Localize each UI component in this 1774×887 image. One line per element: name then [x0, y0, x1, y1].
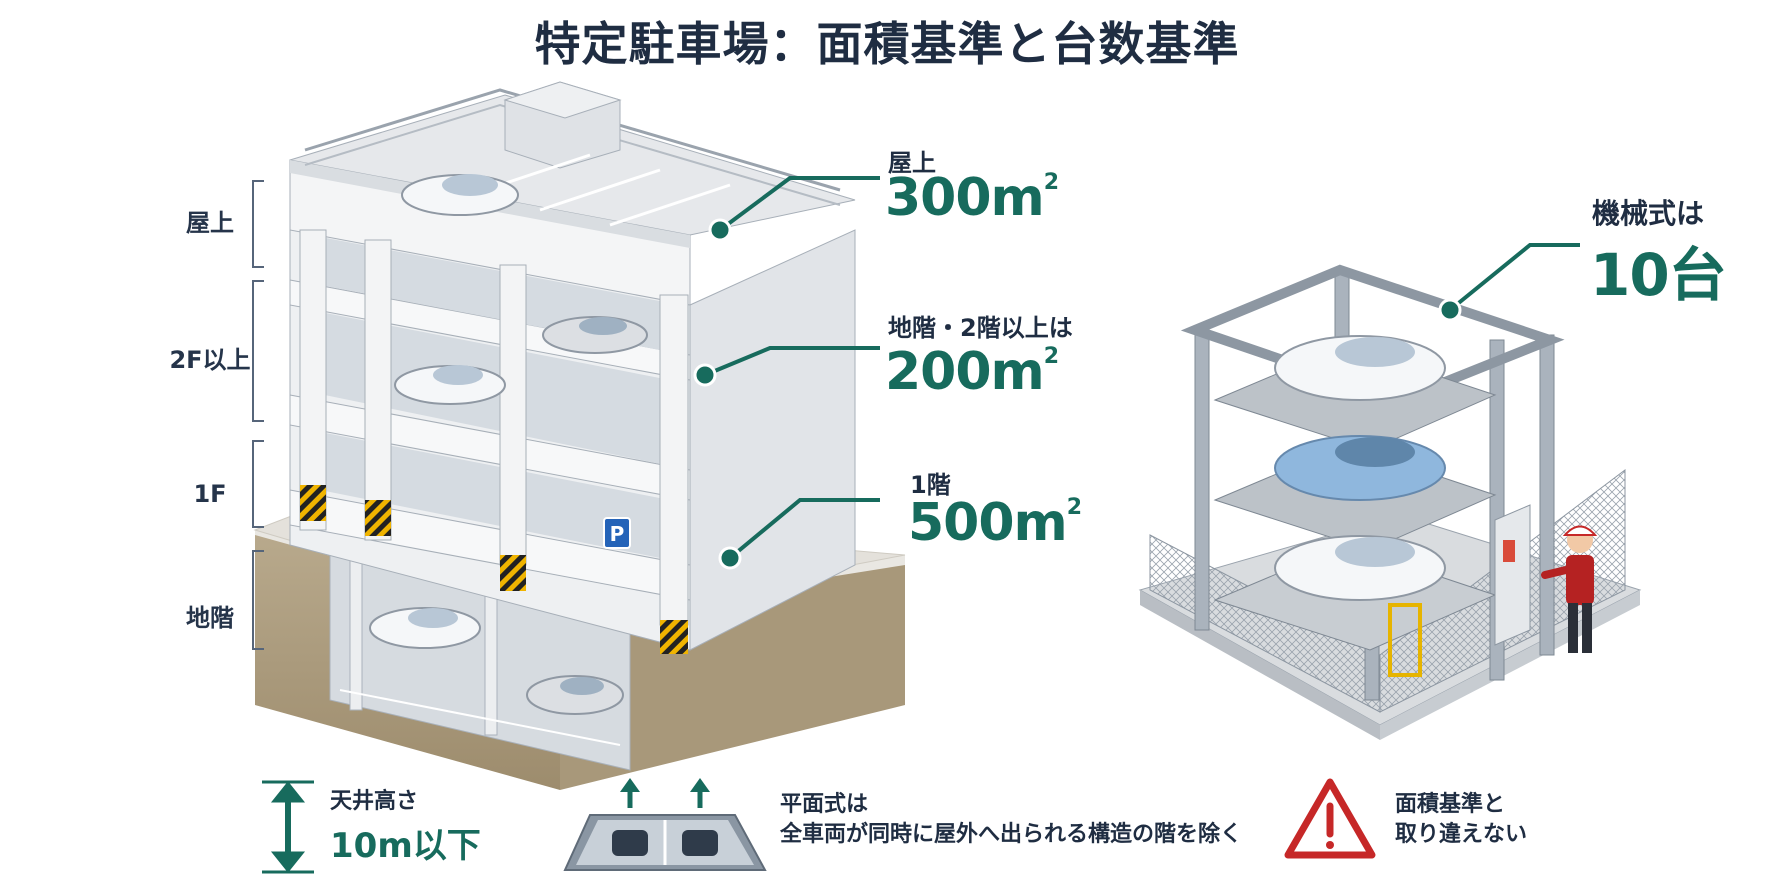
worker-figure [1541, 525, 1598, 653]
flat-parking-label: 平面式は 全車両が同時に屋外へ出られる構造の階を除く [780, 790, 1242, 849]
ceiling-height-label: 天井高さ [330, 789, 419, 814]
car [526, 675, 624, 715]
leader-dot [1438, 298, 1462, 322]
page-title: 特定駐車場：面積基準と台数基準 [534, 17, 1240, 71]
area-value-rooftop: 300m2 [885, 168, 1059, 228]
area-value-upper-text: 200m [885, 342, 1045, 402]
parking-sign-letter: P [610, 522, 625, 546]
floor-bracket-basement [252, 550, 264, 650]
floor-bracket-upper [252, 280, 264, 422]
warning-line1: 面積基準と [1395, 792, 1506, 817]
floor-label-basement: 地階 [186, 604, 234, 632]
area-unit-sup: 2 [1066, 495, 1082, 520]
area-value-first: 500m2 [908, 493, 1082, 553]
car [401, 174, 519, 216]
warning-line2: 取り違えない [1395, 821, 1528, 847]
flat-parking-line1: 平面式は [780, 792, 869, 817]
warning-label: 面積基準と 取り違えない [1395, 790, 1527, 849]
area-unit-sup: 2 [1043, 344, 1059, 369]
car [542, 316, 648, 354]
floor-bracket-rooftop [252, 180, 264, 268]
area-label-first: 1階 [910, 471, 951, 499]
area-value-first-text: 500m [908, 493, 1068, 553]
area-unit-sup: 2 [1043, 170, 1059, 195]
leader-dot [718, 546, 742, 570]
area-value-rooftop-text: 300m [885, 168, 1045, 228]
flat-parking-line2: 全車両が同時に屋外へ出られる構造の階を除く [780, 821, 1243, 847]
leader-lines [704, 176, 880, 560]
floor-label-first: 1F [193, 480, 227, 508]
mechanical-parking-tower [1138, 264, 1642, 740]
car [394, 365, 506, 405]
warning-icon [1284, 778, 1376, 859]
leader-line-tower [1448, 243, 1580, 312]
mechanical-value: 10台 [1590, 241, 1727, 309]
floor-bracket-first [252, 440, 264, 528]
floor-label-upper: 2F以上 [169, 346, 251, 374]
leader-dot [693, 363, 717, 387]
ceiling-height-value: 10m以下 [330, 826, 481, 866]
floor-label-rooftop: 屋上 [186, 209, 234, 237]
car [369, 607, 481, 649]
parking-sign: P [603, 517, 631, 549]
area-label-upper: 地階・2階以上は [888, 314, 1073, 342]
area-value-upper: 200m2 [885, 342, 1059, 402]
area-label-rooftop: 屋上 [888, 149, 936, 177]
double-arrow-icon [262, 780, 314, 874]
leader-dot [708, 218, 732, 242]
mechanical-label: 機械式は [1592, 197, 1705, 230]
flat-parking-icon [563, 778, 767, 871]
